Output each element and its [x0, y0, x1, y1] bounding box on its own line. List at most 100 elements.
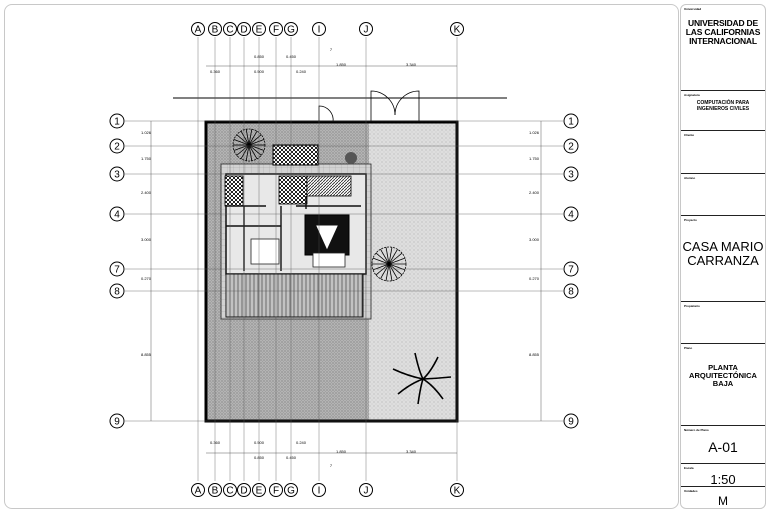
grid-bubble	[252, 22, 266, 36]
grid-bubble	[563, 413, 579, 429]
subject-label: Asignatura	[684, 93, 700, 97]
grid-label-I: I	[318, 486, 321, 497]
grid-label-right: 2	[568, 142, 574, 153]
units-label: Unidades	[684, 489, 698, 493]
grid-label-right: 3	[568, 170, 574, 181]
tree-branch	[388, 263, 398, 279]
tree-branch	[380, 249, 390, 265]
tree-branch	[240, 144, 250, 160]
dimension-top: 3.340	[406, 62, 417, 67]
grid-bubble	[284, 483, 298, 497]
dimension-top: 1.850	[336, 62, 347, 67]
tree-branch	[385, 263, 390, 281]
grid-bubble	[109, 261, 125, 277]
tree-branch	[248, 129, 253, 146]
grid-bubble	[563, 261, 579, 277]
gate-swing-left	[370, 90, 396, 122]
palm-frond	[397, 378, 424, 395]
tree-branch	[240, 130, 250, 146]
dimension-bottom: 7	[330, 463, 333, 468]
grid-label-I: I	[318, 25, 321, 36]
tree-canopy	[232, 128, 266, 162]
dimension-left: 8.855	[141, 352, 152, 357]
grid-label-A: A	[195, 25, 202, 36]
dimension-bottom: 1.850	[336, 449, 347, 454]
dimension-top: 7	[330, 47, 333, 52]
grid-label-E: E	[256, 486, 263, 497]
dimension-left: 3.000	[141, 237, 152, 242]
grid-bubble	[563, 283, 579, 299]
grid-bubble	[109, 138, 125, 154]
tree-branch	[248, 130, 258, 146]
grid-bubble	[450, 483, 464, 497]
grid-label-left: 2	[114, 142, 120, 153]
dimension-top: 0.240	[296, 69, 307, 74]
grid-label-right: 8	[568, 287, 574, 298]
dimension-right: 2.400	[529, 190, 540, 195]
grid-label-right: 7	[568, 265, 574, 276]
grid-label-C: C	[226, 25, 233, 36]
scale-label: Escala	[684, 466, 694, 470]
plan-label: Plano	[684, 346, 693, 350]
tree-branch	[375, 263, 390, 276]
tree-branch	[248, 144, 253, 161]
subject-name: COMPUTACIÓN PARA INGENIEROS CIVILES	[696, 100, 750, 112]
kitchen-counter	[306, 175, 352, 197]
grid-bubble	[450, 22, 464, 36]
dimension-top: 0.450	[286, 54, 297, 59]
grid-label-E: E	[256, 25, 263, 36]
grid-bubble	[109, 413, 125, 429]
grid-bubble	[359, 483, 373, 497]
tree-branch	[385, 247, 390, 265]
tree-branch	[372, 257, 390, 265]
palm-frond	[392, 368, 424, 380]
grid-label-F: F	[273, 486, 279, 497]
grid-label-J: J	[364, 486, 369, 497]
units-value: M	[718, 494, 728, 508]
living-table	[316, 225, 338, 250]
bathroom	[224, 175, 244, 207]
grid-label-left: 8	[114, 287, 120, 298]
grid-label-left: 4	[114, 210, 120, 221]
grid-bubble	[312, 483, 326, 497]
tree-branch	[248, 134, 262, 146]
tree-branch	[388, 252, 403, 265]
grid-bubble	[312, 22, 326, 36]
university-name: UNIVERSIDAD DE LAS CALIFORNIAS INTERNACI…	[685, 18, 761, 46]
title-block: Universidad UNIVERSIDAD DE LAS CALIFORNI…	[680, 4, 766, 509]
tree-branch	[248, 144, 262, 156]
tree-branch	[236, 134, 250, 146]
grid-label-G: G	[287, 25, 295, 36]
dimension-right: 1.750	[529, 156, 540, 161]
grid-bubble	[109, 113, 125, 129]
dimension-right: 0.270	[529, 276, 540, 281]
grid-label-F: F	[273, 25, 279, 36]
tree-canopy	[371, 246, 407, 282]
grid-label-K: K	[454, 25, 461, 36]
palm-tree	[392, 352, 452, 405]
sheet-number: A-01	[708, 439, 738, 455]
dimension-top: 0.360	[210, 69, 221, 74]
grid-bubble	[237, 483, 251, 497]
palm-frond	[422, 376, 452, 380]
door-swing	[318, 105, 334, 123]
tree-branch	[248, 139, 265, 146]
dimension-bottom: 3.340	[406, 449, 417, 454]
grid-bubble	[269, 22, 283, 36]
grid-label-D: D	[240, 25, 247, 36]
grid-bubble	[208, 483, 222, 497]
grid-bubble	[284, 22, 298, 36]
grid-label-B: B	[212, 486, 219, 497]
tree-branch	[248, 144, 258, 160]
grid-label-B: B	[212, 25, 219, 36]
grid-label-A: A	[195, 486, 202, 497]
gate-swing-right	[394, 90, 420, 122]
dimension-left: 1.750	[141, 156, 152, 161]
grid-bubble	[191, 22, 205, 36]
grid-bubble	[563, 166, 579, 182]
palm-frond	[414, 352, 424, 380]
project-label: Proyecto	[684, 218, 697, 222]
dimension-right: 3.000	[529, 237, 540, 242]
dimension-left: 2.400	[141, 190, 152, 195]
